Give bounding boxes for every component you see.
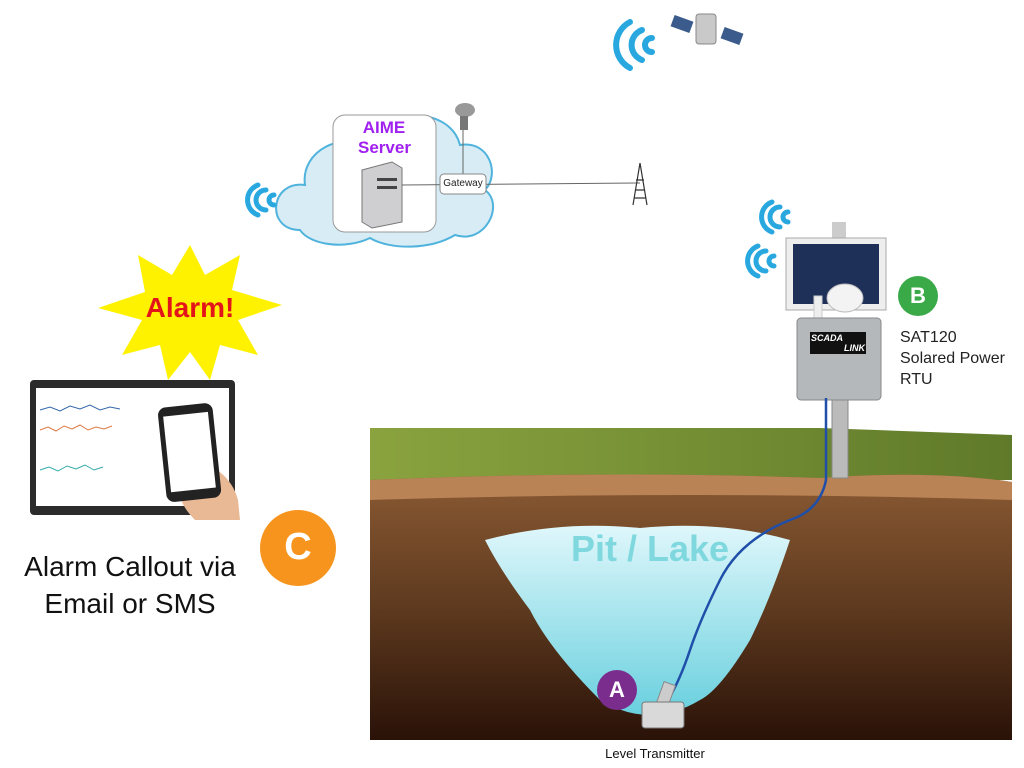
cell-tower-icon [632, 162, 648, 206]
callout-line2: Email or SMS [44, 588, 216, 619]
badge-b-circle [898, 276, 938, 316]
alarm-starburst [98, 245, 282, 380]
rtu-label-line1: SAT120 [900, 329, 957, 346]
alarm-label: Alarm! [145, 292, 235, 323]
callout-line1: Alarm Callout via [24, 551, 236, 582]
scada-link-logo: SCADA LINK [811, 333, 865, 353]
gateway-box [439, 173, 487, 195]
server-title-line2: Server [358, 138, 411, 157]
badge-c: C [284, 526, 312, 568]
brand-line2: LINK [844, 343, 865, 353]
aime-server-label: AIME Server [358, 118, 411, 158]
badge-a-circle [597, 670, 637, 710]
pit-lake-water [485, 525, 790, 715]
rtu-label-line3: RTU [900, 371, 933, 388]
brand-line1: SCADA [811, 333, 844, 343]
wifi-signal-icon [613, 19, 655, 71]
rtu-label-line2: Solared Power [900, 350, 1005, 367]
satellite-dish-icon [455, 103, 475, 130]
badge-a: A [609, 677, 625, 702]
transmitter-cable [666, 398, 828, 701]
badge-c-circle [260, 510, 336, 586]
wifi-signal-icon [245, 182, 277, 218]
phone-in-hand-icon [158, 403, 240, 520]
grass-surface [370, 428, 1012, 485]
server-icon [361, 161, 403, 229]
wifi-signal-icon [745, 199, 791, 279]
level-transmitter-icon [641, 680, 685, 729]
server-title-line1: AIME [362, 118, 406, 137]
satellite-icon [670, 13, 744, 46]
gateway-label: Gateway [443, 178, 483, 189]
alarm-callout-text: Alarm Callout via Email or SMS [10, 548, 250, 622]
rtu-label: SAT120 Solared Power RTU [900, 327, 1005, 390]
rtu-station [785, 222, 887, 479]
level-transmitter-label: Level Transmitter [605, 746, 705, 761]
badge-b: B [910, 283, 926, 308]
pit-lake-label: Pit / Lake [570, 528, 730, 569]
